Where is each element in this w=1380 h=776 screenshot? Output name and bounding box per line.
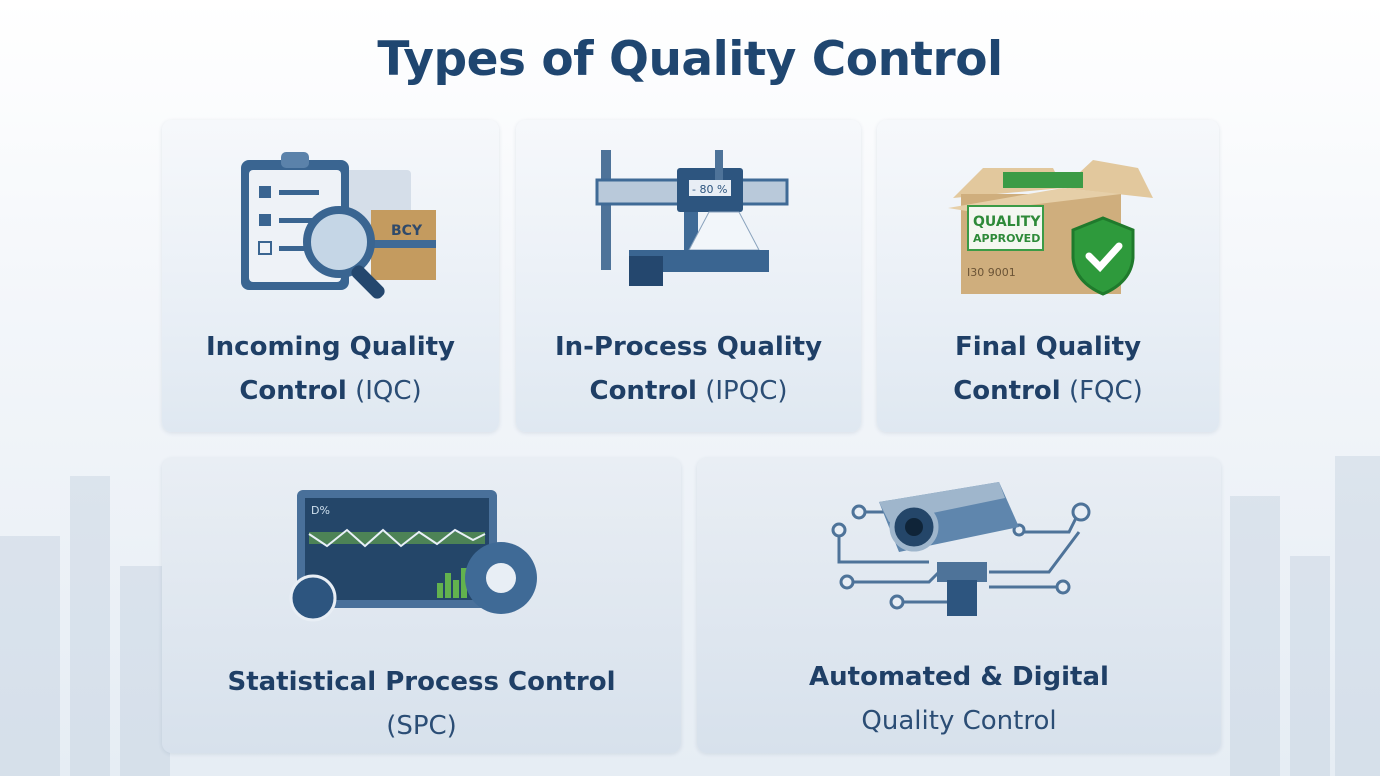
card-title-line2: Control	[589, 376, 697, 406]
card-abbreviation: (IPQC)	[705, 376, 788, 406]
page-title: Types of Quality Control	[377, 32, 1003, 87]
card-title-line2: Control	[239, 376, 347, 406]
svg-text:I30 9001: I30 9001	[967, 266, 1016, 279]
card-title-line1: Automated & Digital	[809, 662, 1109, 692]
card-abbreviation: (SPC)	[386, 711, 457, 741]
card-abbreviation: (IQC)	[355, 376, 422, 406]
cityscape-background	[0, 456, 1380, 776]
camera-circuit-icon	[697, 472, 1221, 622]
svg-text:BCY: BCY	[391, 223, 423, 239]
svg-text:D%: D%	[311, 504, 330, 517]
card-automated-digital-quality-control: Automated & Digital Quality Control	[697, 458, 1221, 753]
svg-text:- 80 %: - 80 %	[692, 183, 727, 196]
svg-text:APPROVED: APPROVED	[973, 232, 1040, 245]
clipboard-magnifier-icon: BCY	[162, 150, 499, 300]
card-title-line1: In-Process Quality	[554, 332, 823, 362]
caliper-icon: - 80 %	[516, 150, 861, 290]
card-final-quality-control: QUALITY APPROVED I30 9001 Final Quality …	[877, 120, 1219, 432]
card-incoming-quality-control: BCY Incoming Quality Control (IQC)	[162, 120, 499, 432]
card-statistical-process-control: D% Statistical Process Control (SPC)	[162, 458, 681, 753]
approved-box-icon: QUALITY APPROVED I30 9001	[877, 158, 1219, 298]
card-title-line2: Control	[953, 376, 1061, 406]
card-in-process-quality-control: - 80 % In-Process Quality Control (IPQC)	[516, 120, 861, 432]
card-title-line1: Incoming Quality	[206, 332, 455, 362]
card-title-line1: Statistical Process Control	[227, 667, 616, 697]
card-abbreviation: (FQC)	[1068, 376, 1143, 406]
spc-monitor-gear-icon: D%	[162, 488, 681, 628]
card-title-line2: Quality Control	[861, 706, 1057, 736]
svg-text:QUALITY: QUALITY	[973, 214, 1041, 230]
card-title-line1: Final Quality	[954, 332, 1142, 362]
